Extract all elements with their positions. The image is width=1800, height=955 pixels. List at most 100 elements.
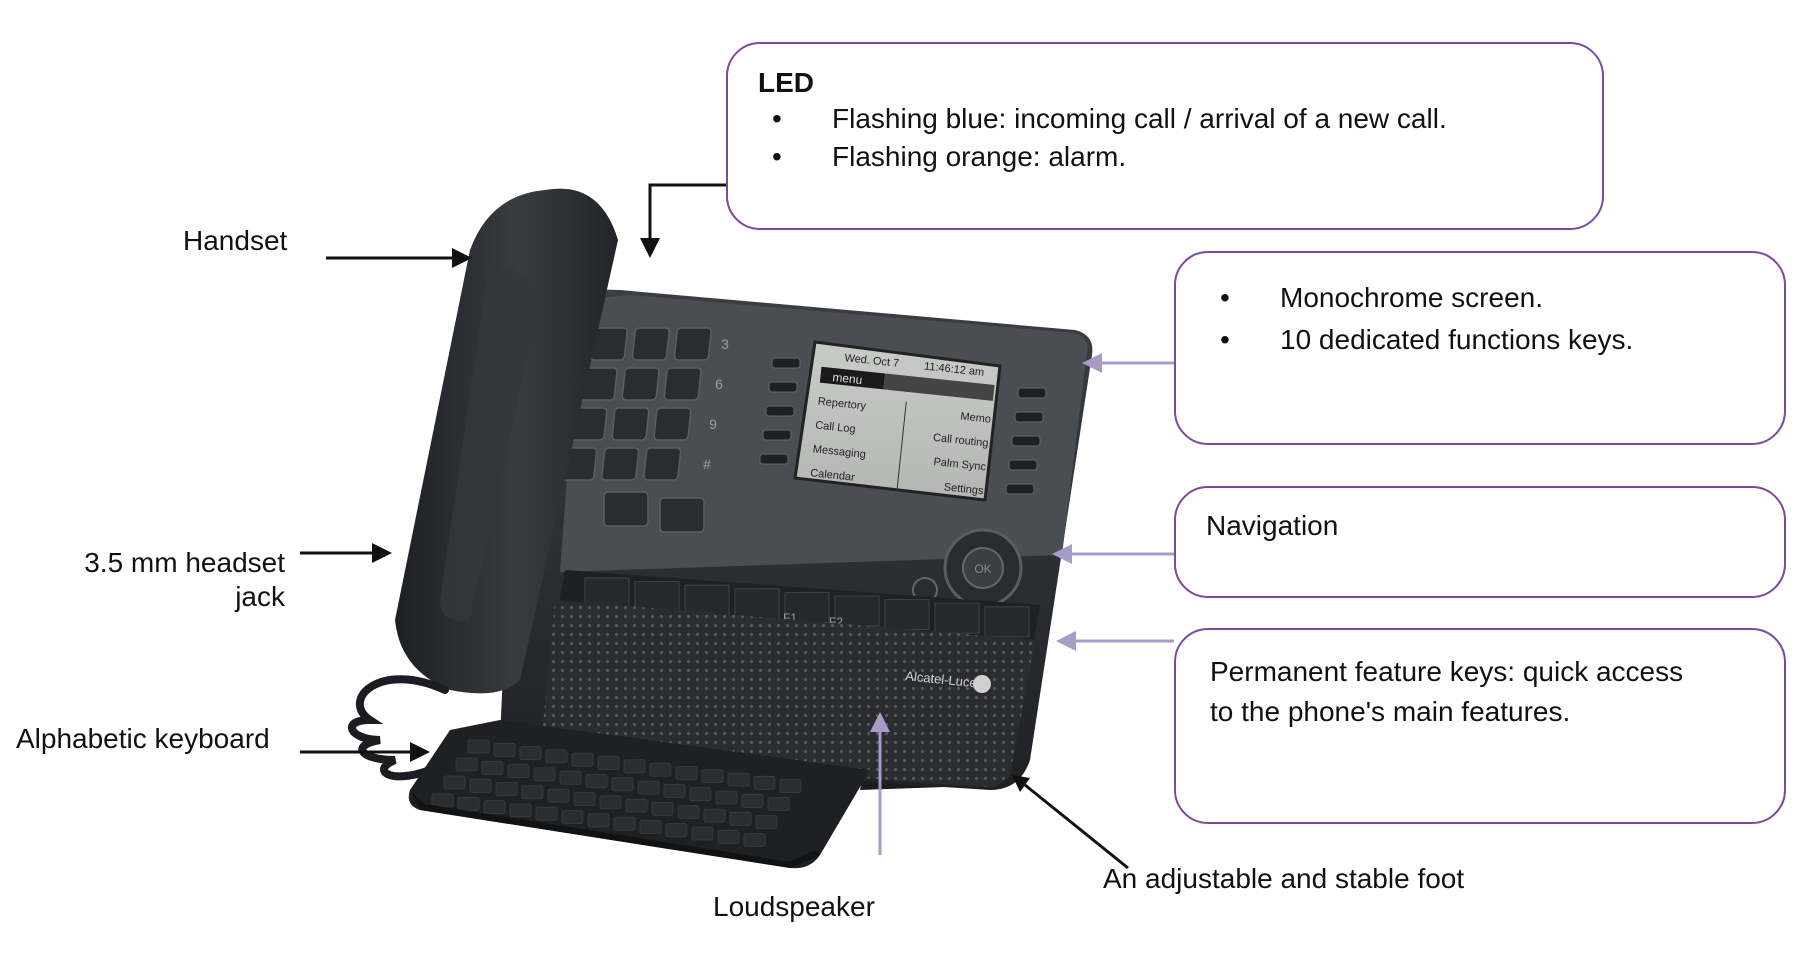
keyboard-key[interactable] bbox=[457, 796, 480, 811]
keyboard-key[interactable] bbox=[561, 810, 584, 824]
callout-feature-keys: Permanent feature keys: quick access to … bbox=[1174, 628, 1786, 824]
left-function-keys bbox=[759, 357, 801, 465]
keyboard-key[interactable] bbox=[651, 802, 674, 816]
keyboard-key[interactable] bbox=[755, 815, 778, 829]
keypad-extra-key[interactable] bbox=[659, 497, 705, 533]
keyboard-key[interactable] bbox=[741, 793, 764, 808]
label-loudspeaker: Loudspeaker bbox=[713, 891, 875, 922]
keyboard-key[interactable] bbox=[467, 739, 490, 754]
feature-key[interactable] bbox=[584, 577, 630, 609]
keyboard-key[interactable] bbox=[727, 772, 750, 787]
keyboard-key[interactable] bbox=[703, 808, 726, 823]
keyboard-key[interactable] bbox=[677, 805, 700, 820]
keyboard-key[interactable] bbox=[509, 803, 532, 818]
keyboard-key[interactable] bbox=[493, 742, 516, 757]
keyboard-key[interactable] bbox=[443, 775, 466, 790]
feature-key[interactable] bbox=[884, 599, 930, 631]
keyboard-key[interactable] bbox=[481, 760, 504, 775]
right-function-key[interactable] bbox=[1011, 435, 1041, 447]
keyboard-key[interactable] bbox=[753, 775, 776, 790]
right-function-key[interactable] bbox=[1017, 387, 1047, 399]
keyboard-key[interactable] bbox=[663, 784, 686, 798]
keypad-key[interactable]: 6 bbox=[663, 367, 723, 401]
keyboard-key[interactable] bbox=[691, 826, 714, 841]
keypad-extra-key[interactable] bbox=[603, 491, 649, 527]
feature-key[interactable] bbox=[834, 595, 880, 627]
keyboard-key[interactable] bbox=[573, 792, 596, 806]
label-handset: Handset bbox=[183, 225, 288, 256]
keyboard-key[interactable] bbox=[637, 780, 660, 795]
keyboard-key[interactable] bbox=[639, 820, 662, 834]
keyboard-key[interactable] bbox=[729, 811, 752, 826]
keyboard-key[interactable] bbox=[535, 806, 558, 821]
callout-navigation: Navigation bbox=[1174, 486, 1786, 598]
callout-screen: Monochrome screen. 10 dedicated function… bbox=[1174, 251, 1786, 445]
keypad-key[interactable]: 9 bbox=[653, 407, 717, 441]
label-headset-jack: 3.5 mm headset jack bbox=[60, 546, 285, 614]
keyboard-key[interactable] bbox=[431, 793, 454, 808]
navigation-text: Navigation bbox=[1206, 510, 1339, 541]
keyboard-key[interactable] bbox=[587, 813, 610, 828]
keyboard-key[interactable] bbox=[649, 762, 672, 777]
keyboard-key[interactable] bbox=[455, 757, 478, 772]
brand-logo-icon bbox=[973, 675, 991, 693]
left-function-key[interactable] bbox=[759, 453, 789, 465]
keyboard-key[interactable] bbox=[495, 782, 518, 796]
led-list: Flashing blue: incoming call / arrival o… bbox=[758, 100, 1572, 176]
keyboard-key[interactable] bbox=[507, 764, 530, 778]
feature-key[interactable] bbox=[634, 581, 680, 613]
left-function-key[interactable] bbox=[765, 405, 795, 417]
keyboard-key[interactable] bbox=[533, 767, 556, 782]
keypad-key[interactable]: 3 bbox=[673, 327, 729, 361]
feature-key[interactable] bbox=[734, 588, 780, 620]
keyboard-key[interactable] bbox=[715, 790, 738, 805]
left-function-key[interactable] bbox=[762, 429, 792, 441]
svg-text:menu: menu bbox=[832, 370, 863, 387]
keyboard-key[interactable] bbox=[701, 769, 724, 784]
keyboard-key[interactable] bbox=[665, 823, 688, 838]
feature-key[interactable] bbox=[934, 602, 980, 634]
loudspeaker-grille bbox=[540, 600, 1035, 788]
keyboard-key[interactable] bbox=[623, 759, 646, 774]
screen-menu-item: Messaging bbox=[812, 443, 866, 460]
screen-item: 10 dedicated functions keys. bbox=[1206, 319, 1754, 361]
keyboard-key[interactable] bbox=[689, 787, 712, 802]
keyboard-key[interactable] bbox=[599, 795, 622, 810]
screen-menu-item: Palm Sync bbox=[933, 456, 987, 473]
label-headset-jack-line2: jack bbox=[235, 581, 285, 612]
keyboard-key[interactable] bbox=[585, 774, 608, 788]
coiled-cord bbox=[347, 675, 449, 781]
keyboard-key[interactable] bbox=[675, 766, 698, 780]
feature-key[interactable] bbox=[984, 606, 1030, 638]
handset-grip bbox=[440, 268, 540, 621]
keypad-key-label: 9 bbox=[709, 416, 717, 432]
feature-key[interactable] bbox=[684, 584, 730, 616]
right-function-key[interactable] bbox=[1008, 459, 1038, 471]
keypad-key[interactable]: # bbox=[643, 447, 712, 481]
keyboard-key[interactable] bbox=[571, 752, 594, 767]
screen-menu-item: Repertory bbox=[817, 396, 867, 413]
keyboard-key[interactable] bbox=[767, 797, 790, 811]
keyboard-key[interactable] bbox=[521, 785, 544, 800]
keyboard-key[interactable] bbox=[613, 816, 636, 831]
keyboard-key[interactable] bbox=[717, 829, 740, 844]
keyboard-key[interactable] bbox=[779, 779, 802, 793]
keyboard-key[interactable] bbox=[545, 749, 568, 764]
right-function-key[interactable] bbox=[1014, 411, 1044, 423]
callout-led: LED Flashing blue: incoming call / arriv… bbox=[726, 42, 1604, 230]
keyboard-key[interactable] bbox=[611, 777, 634, 792]
led-item: Flashing orange: alarm. bbox=[758, 138, 1572, 176]
left-function-key[interactable] bbox=[771, 357, 801, 369]
keyboard-key[interactable] bbox=[519, 746, 542, 760]
keyboard-key[interactable] bbox=[559, 770, 582, 785]
left-function-key[interactable] bbox=[768, 381, 798, 393]
screen-menu-item: Memo bbox=[960, 411, 992, 426]
pointers-dark bbox=[300, 183, 1129, 870]
keyboard-key[interactable] bbox=[597, 756, 620, 770]
keyboard-key[interactable] bbox=[743, 833, 766, 847]
keyboard-key[interactable] bbox=[547, 788, 570, 803]
right-function-key[interactable] bbox=[1005, 483, 1035, 495]
keyboard-key[interactable] bbox=[469, 778, 492, 793]
keyboard-key[interactable] bbox=[483, 800, 506, 814]
keyboard-key[interactable] bbox=[625, 798, 648, 813]
